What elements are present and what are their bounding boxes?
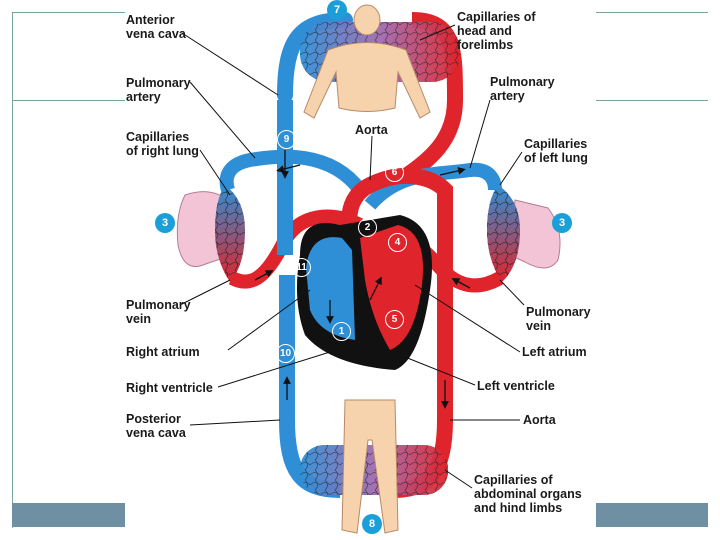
frame-bar-right	[596, 503, 708, 527]
label-right-atrium: Right atrium	[126, 345, 200, 359]
label-right-ventricle: Right ventricle	[126, 381, 213, 395]
label-aorta-top: Aorta	[355, 123, 388, 137]
step-1-badge: 1	[332, 322, 351, 341]
flow-arrows	[254, 150, 471, 409]
right-lung	[176, 185, 245, 282]
step-4-badge: 4	[388, 233, 407, 252]
label-left-atrium: Left atrium	[522, 345, 587, 359]
step-9-badge: 9	[277, 130, 296, 149]
left-lung	[487, 185, 561, 282]
step-3-right-badge: 3	[552, 213, 572, 233]
step-11-badge: 11	[292, 258, 311, 277]
upper-body-figure	[303, 4, 431, 119]
frame-bar-left	[12, 503, 125, 527]
systemic-loop-lower	[279, 419, 453, 498]
step-6-badge: 6	[385, 163, 404, 182]
frame-line-top	[12, 12, 125, 13]
label-left-ventricle: Left ventricle	[477, 379, 555, 393]
step-7-badge: 7	[327, 0, 347, 20]
lower-body-figure	[341, 399, 399, 534]
step-10-badge: 10	[276, 344, 295, 363]
left-heart-chambers	[360, 225, 423, 350]
step-5-badge: 5	[385, 310, 404, 329]
step-2-badge: 2	[358, 218, 377, 237]
frame-line-top-right	[596, 12, 708, 13]
step-3-left-badge: 3	[155, 213, 175, 233]
frame-line-left	[12, 12, 13, 528]
frame-line-mid	[12, 100, 125, 101]
step-8-badge: 8	[362, 514, 382, 534]
frame-line-mid-right	[596, 100, 708, 101]
heart	[296, 215, 432, 370]
right-heart-chambers	[306, 237, 355, 340]
leader-lines	[179, 24, 525, 489]
label-aorta-bottom: Aorta	[523, 413, 556, 427]
